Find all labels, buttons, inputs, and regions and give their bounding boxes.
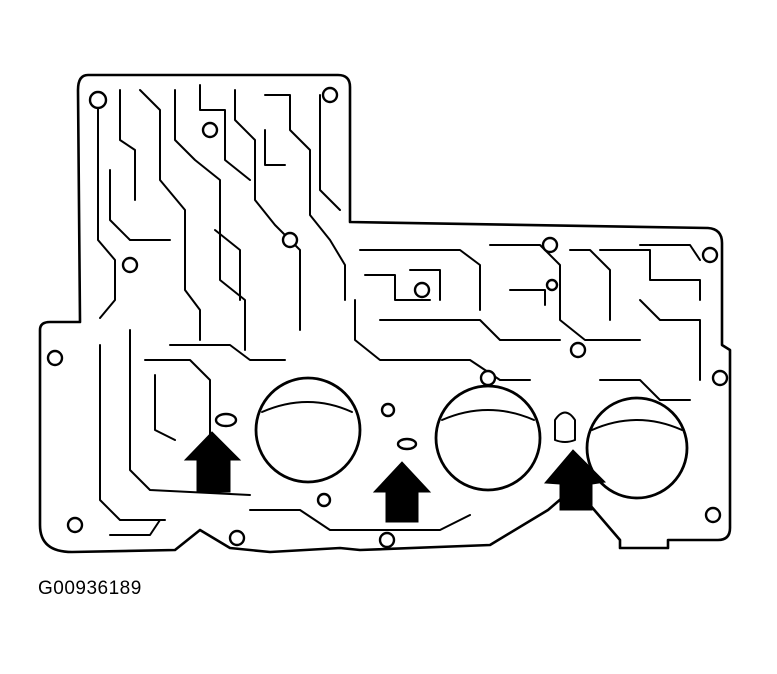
arrow-3 — [543, 449, 607, 511]
fluid-passages — [97, 84, 701, 536]
figure-id-label: G00936189 — [38, 578, 142, 599]
check-ball-seats — [214, 411, 576, 451]
accumulator-bores — [254, 376, 689, 500]
arrow-2 — [372, 461, 432, 523]
bolt-holes — [46, 86, 729, 549]
arrow-1 — [183, 431, 242, 493]
